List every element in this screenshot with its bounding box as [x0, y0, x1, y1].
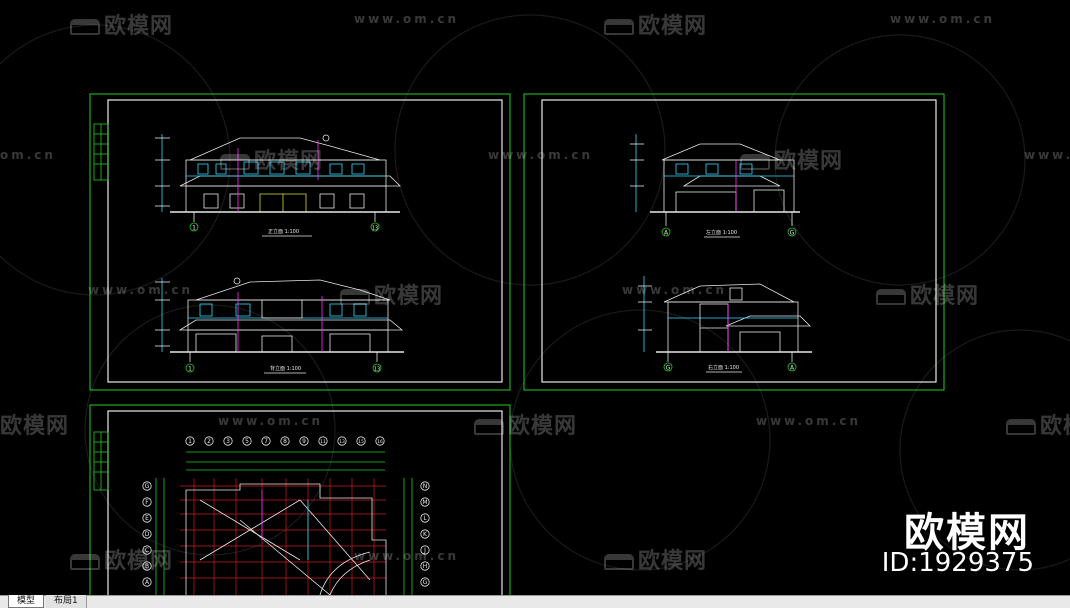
plan-axis-top-1-label: 2: [207, 438, 211, 445]
plan-axis-left-6-label: A: [145, 579, 150, 586]
rear-elevation[interactable]: [155, 277, 404, 374]
plan-axis-right-4-label: J: [423, 547, 426, 554]
rear-elevation-label: 背立面 1:100: [270, 365, 301, 372]
plan-axis-left-0-label: G: [145, 483, 150, 490]
right-elevation[interactable]: [638, 276, 812, 373]
plan-axis-top-6-label: 9: [302, 438, 306, 445]
axis-label-right-g: G: [666, 365, 671, 372]
axis-label-front-13: 13: [372, 226, 378, 232]
plan-axis-top-0-bubble: [185, 436, 195, 446]
watermark-brand-large: 欧模网: [904, 510, 1030, 556]
plan-axis-right-2-bubble: [420, 513, 430, 523]
plan-axis-left-4-label: C: [145, 547, 149, 554]
plan-axis-left-3-label: D: [145, 531, 150, 538]
sheet-elevations-2[interactable]: [523, 93, 945, 391]
plan-axis-top-6-bubble: [299, 436, 309, 446]
plan-axis-top-2-bubble: [223, 436, 233, 446]
front-elevation-label: 正立面 1:100: [268, 228, 299, 235]
plan-axis-left-6-bubble: [142, 577, 152, 587]
cad-model-viewport[interactable]: 1 13 正立面 1:100: [0, 0, 1070, 595]
plan-axis-top-7-label: 11: [320, 439, 326, 445]
axis-label-front-1: 1: [192, 225, 196, 232]
plan-axis-top-5-bubble: [280, 436, 290, 446]
tab-model[interactable]: 模型: [8, 595, 45, 608]
watermark-circles: [0, 14, 1070, 571]
plan-axis-right-3-bubble: [420, 529, 430, 539]
plan-axis-left-5-label: B: [145, 563, 149, 570]
plan-axis-top-8-bubble: [337, 436, 347, 446]
plan-axis-left-3-bubble: [142, 529, 152, 539]
axis-label-rear-1: 1: [188, 366, 192, 373]
plan-axis-right-6-bubble: [420, 577, 430, 587]
plan-axis-left-1-label: F: [145, 499, 149, 506]
plan-axis-top-7-bubble: [318, 436, 328, 446]
plan-axis-left-2-bubble: [142, 513, 152, 523]
plan-axis-right-0-bubble: [420, 481, 430, 491]
plan-axis-top-3-label: 5: [245, 438, 249, 445]
plan-axis-top-9-label: 15: [358, 439, 364, 445]
plan-axis-top-10-bubble: [375, 436, 385, 446]
plan-axis-left-2-label: E: [145, 515, 149, 522]
layout-tab-bar: 模型 布局1: [0, 595, 1070, 608]
plan-axis-right-1-bubble: [420, 497, 430, 507]
watermark-id: ID:1929375: [881, 548, 1034, 578]
axis-label-left-g: G: [790, 230, 795, 237]
plan-axis-top-4-bubble: [261, 436, 271, 446]
right-elevation-label: 右立面 1:100: [708, 364, 739, 371]
plan-axis-top-10-label: 16: [377, 439, 383, 445]
plan-axis-top-5-label: 8: [283, 438, 287, 445]
floor-plan[interactable]: [155, 451, 413, 595]
plan-axis-right-1-label: M: [422, 499, 427, 506]
plan-axis-right-4-bubble: [420, 545, 430, 555]
plan-axis-right-3-label: K: [423, 531, 428, 538]
axis-label-left-a: A: [664, 230, 669, 237]
plan-axis-top-8-label: 13: [339, 439, 345, 445]
title-block-3: [93, 431, 109, 491]
front-elevation[interactable]: [155, 134, 401, 237]
axis-label-rear-13: 13: [374, 367, 380, 373]
plan-axis-left-0-bubble: [142, 481, 152, 491]
plan-axis-top-3-bubble: [242, 436, 252, 446]
cad-drawing-canvas[interactable]: 1 13 正立面 1:100: [0, 0, 1070, 595]
plan-axis-right-5-label: H: [423, 563, 428, 570]
plan-axis-top-9-bubble: [356, 436, 366, 446]
plan-axis-left-4-bubble: [142, 545, 152, 555]
floor-plan-axis-markers: 1 2 3 5 7 8 9 11 13 15 16G F E D C B A N M L K J H G: [142, 436, 430, 587]
plan-axis-right-6-label: G: [423, 579, 428, 586]
plan-axis-top-4-label: 7: [264, 438, 268, 445]
tab-layout1[interactable]: 布局1: [46, 595, 87, 608]
axis-label-right-a: A: [790, 365, 795, 372]
sheet-floor-plan[interactable]: [89, 404, 511, 595]
plan-axis-right-5-bubble: [420, 561, 430, 571]
plan-axis-top-0-label: 1: [188, 438, 192, 445]
sheet-elevations-1[interactable]: [89, 93, 511, 391]
plan-axis-top-1-bubble: [204, 436, 214, 446]
plan-axis-left-1-bubble: [142, 497, 152, 507]
plan-axis-top-2-label: 3: [226, 438, 230, 445]
left-elevation[interactable]: [630, 134, 800, 238]
plan-axis-left-5-bubble: [142, 561, 152, 571]
plan-axis-right-0-label: N: [423, 483, 428, 490]
left-elevation-label: 左立面 1:100: [706, 229, 737, 236]
plan-axis-right-2-label: L: [423, 515, 427, 522]
title-block-1: [93, 123, 109, 181]
